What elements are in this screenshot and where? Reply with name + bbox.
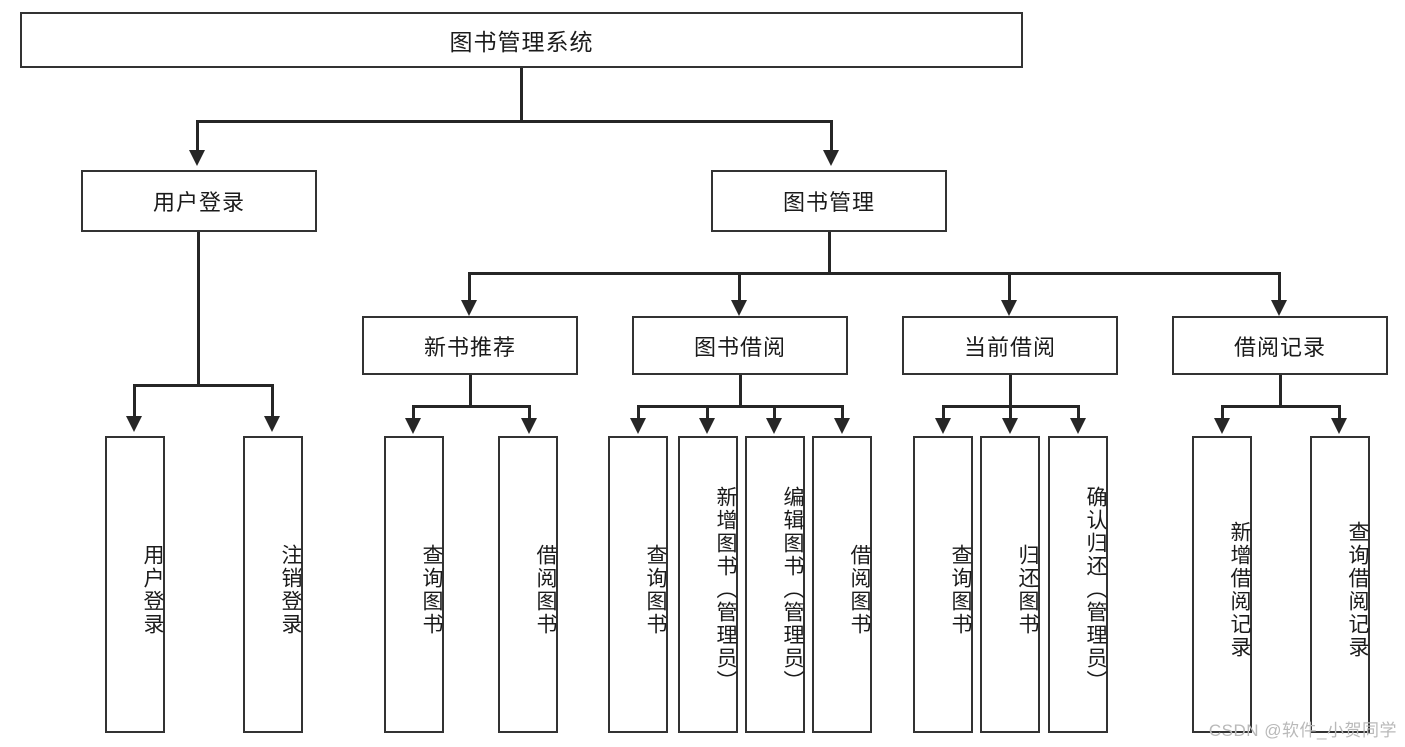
leaf-label: 查询借阅记录	[1346, 520, 1369, 659]
leaf-label: 注销登录	[279, 543, 302, 636]
edge-to-current-borrow	[1008, 272, 1011, 300]
node-current-borrow[interactable]: 当前借阅	[902, 316, 1118, 375]
edge-current-borrow-drop-2	[1009, 405, 1012, 418]
node-label: 图书管理系统	[449, 29, 594, 55]
arrow-to-book-borrow	[731, 300, 747, 316]
edge-new-book-bus	[412, 405, 530, 408]
arrow-borrow-record-leaf-1	[1214, 418, 1230, 434]
node-label: 用户登录	[152, 190, 245, 215]
edge-to-book-management	[830, 120, 833, 150]
edge-current-borrow-drop-1	[942, 405, 945, 418]
arrow-new-book-leaf-1	[405, 418, 421, 434]
edge-book-borrow-bus	[637, 405, 843, 408]
leaf-new-book-query[interactable]: 查询图书	[384, 436, 444, 733]
leaf-current-borrow-confirm[interactable]: 确认归还（管理员）	[1048, 436, 1108, 733]
leaf-book-borrow-query[interactable]: 查询图书	[608, 436, 668, 733]
edge-book-management-stem	[828, 232, 831, 272]
edge-borrow-record-stem	[1279, 375, 1282, 405]
node-root-book-management-system[interactable]: 图书管理系统	[20, 12, 1023, 68]
node-label: 借阅记录	[1233, 334, 1326, 360]
node-user-login[interactable]: 用户登录	[81, 170, 317, 232]
arrow-to-current-borrow	[1001, 300, 1017, 316]
edge-to-borrow-record	[1278, 272, 1281, 300]
leaf-label: 新增借阅记录	[1228, 520, 1251, 659]
node-label: 新书推荐	[423, 334, 516, 360]
edge-user-login-drop-1	[133, 384, 136, 416]
edge-user-login-stem	[197, 232, 200, 384]
leaf-current-borrow-return[interactable]: 归还图书	[980, 436, 1040, 733]
arrow-current-borrow-leaf-3	[1070, 418, 1086, 434]
edge-book-borrow-drop-4	[841, 405, 844, 418]
csdn-watermark: CSDN @软件_小贺同学	[1208, 721, 1397, 740]
edge-new-book-drop-1	[412, 405, 415, 418]
arrow-to-book-management	[823, 150, 839, 166]
arrow-new-book-leaf-2	[521, 418, 537, 434]
edge-current-borrow-drop-3	[1077, 405, 1080, 418]
leaf-label: 查询图书	[420, 543, 443, 636]
edge-book-borrow-drop-3	[773, 405, 776, 418]
arrow-current-borrow-leaf-1	[935, 418, 951, 434]
arrow-to-user-login	[189, 150, 205, 166]
edge-book-borrow-drop-1	[637, 405, 640, 418]
edge-user-login-drop-2	[271, 384, 274, 416]
edge-borrow-record-bus	[1221, 405, 1340, 408]
edge-book-borrow-drop-2	[706, 405, 709, 418]
leaf-label: 查询图书	[949, 543, 972, 636]
leaf-label: 查询图书	[644, 543, 667, 636]
arrow-to-borrow-record	[1271, 300, 1287, 316]
arrow-borrow-record-leaf-2	[1331, 418, 1347, 434]
edge-user-login-bus	[133, 384, 273, 387]
arrow-to-new-book	[461, 300, 477, 316]
node-label: 图书管理	[782, 190, 875, 215]
leaf-user-login[interactable]: 用户登录	[105, 436, 165, 733]
leaf-logout[interactable]: 注销登录	[243, 436, 303, 733]
edge-to-book-borrow	[738, 272, 741, 300]
leaf-borrow-record-add[interactable]: 新增借阅记录	[1192, 436, 1252, 733]
arrow-user-login-leaf-2	[264, 416, 280, 432]
arrow-book-borrow-leaf-3	[766, 418, 782, 434]
arrow-book-borrow-leaf-4	[834, 418, 850, 434]
leaf-borrow-record-query[interactable]: 查询借阅记录	[1310, 436, 1370, 733]
node-label: 图书借阅	[693, 334, 786, 360]
leaf-book-borrow-edit[interactable]: 编辑图书（管理员）	[745, 436, 805, 733]
edge-root-stem	[520, 68, 523, 120]
edge-new-book-drop-2	[528, 405, 531, 418]
edge-borrow-record-drop-1	[1221, 405, 1224, 418]
node-new-book-recommend[interactable]: 新书推荐	[362, 316, 578, 375]
leaf-book-borrow-borrow[interactable]: 借阅图书	[812, 436, 872, 733]
arrow-user-login-leaf-1	[126, 416, 142, 432]
node-book-borrow[interactable]: 图书借阅	[632, 316, 848, 375]
edge-new-book-stem	[469, 375, 472, 405]
edge-root-bus	[196, 120, 832, 123]
leaf-label: 确认归还（管理员）	[1084, 486, 1107, 693]
leaf-book-borrow-add[interactable]: 新增图书（管理员）	[678, 436, 738, 733]
leaf-new-book-borrow[interactable]: 借阅图书	[498, 436, 558, 733]
edge-level3-bus	[468, 272, 1280, 275]
node-label: 当前借阅	[963, 334, 1056, 360]
leaf-label: 编辑图书（管理员）	[781, 486, 804, 693]
edge-book-borrow-stem	[739, 375, 742, 405]
edge-current-borrow-stem	[1009, 375, 1012, 405]
leaf-current-borrow-query[interactable]: 查询图书	[913, 436, 973, 733]
edge-to-user-login	[196, 120, 199, 150]
leaf-label: 借阅图书	[534, 543, 557, 636]
arrow-book-borrow-leaf-1	[630, 418, 646, 434]
node-book-management[interactable]: 图书管理	[711, 170, 947, 232]
arrow-book-borrow-leaf-2	[699, 418, 715, 434]
edge-borrow-record-drop-2	[1338, 405, 1341, 418]
arrow-current-borrow-leaf-2	[1002, 418, 1018, 434]
edge-to-new-book	[468, 272, 471, 300]
leaf-label: 借阅图书	[848, 543, 871, 636]
node-borrow-record[interactable]: 借阅记录	[1172, 316, 1388, 375]
leaf-label: 归还图书	[1016, 543, 1039, 636]
leaf-label: 用户登录	[141, 543, 164, 636]
leaf-label: 新增图书（管理员）	[714, 486, 737, 693]
